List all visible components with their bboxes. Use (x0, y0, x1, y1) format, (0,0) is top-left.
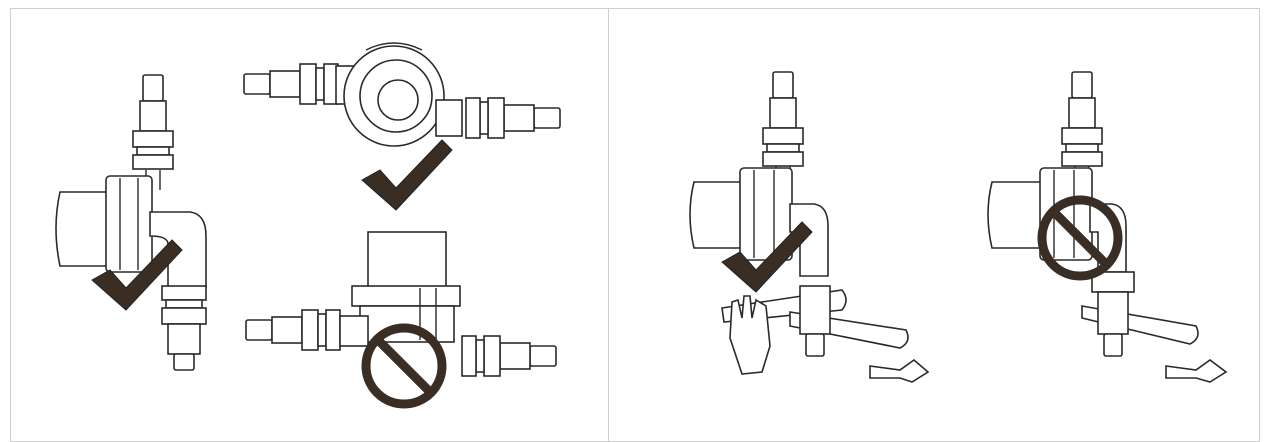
vertical-pump-correct-figure (55, 74, 207, 371)
horizontal-pump-correct-figure (243, 42, 561, 147)
correct-check-mark-2 (361, 139, 453, 211)
horizontal-pump-incorrect-figure (245, 231, 557, 377)
wrench-one-tool-incorrect-figure (987, 71, 1228, 383)
wrench-two-tools-correct-figure (689, 71, 930, 383)
